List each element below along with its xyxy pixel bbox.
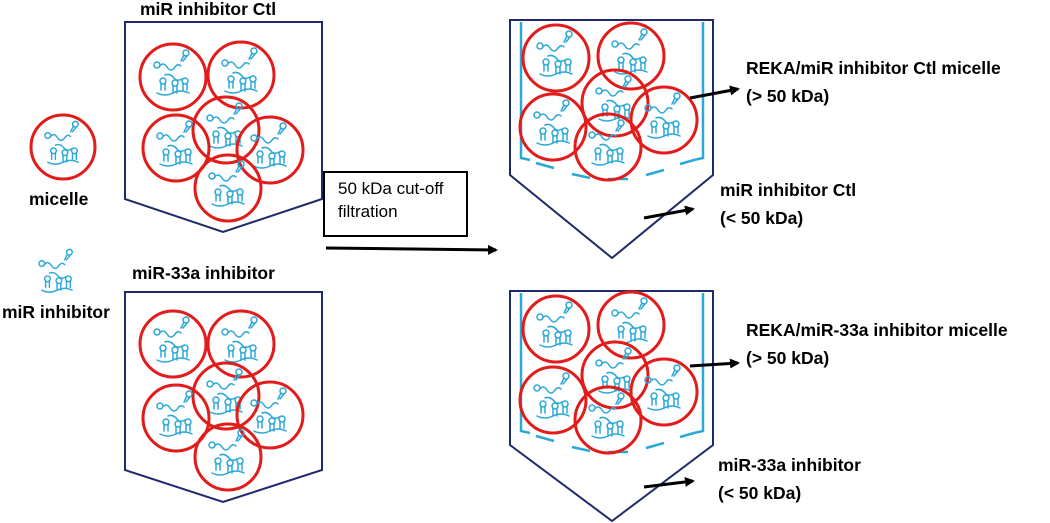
legend-inhibitor-icon: [38, 248, 73, 293]
legend-inhibitor-label: miR inhibitor: [2, 302, 110, 322]
filter-unit-top: [509, 19, 714, 260]
bottom-filtrate-line-2: (< 50 kDa): [718, 482, 802, 503]
top-filtrate-line-1: miR inhibitor Ctl: [720, 180, 857, 200]
filtration-line-2: filtration: [338, 201, 398, 221]
top-filtrate-label: miR inhibitor Ctl (< 50 kDa): [720, 180, 856, 230]
bottom-retained-label: REKA/miR-33a inhibitor micelle (> 50 kDa…: [746, 320, 1008, 370]
legend-micelle-icon: [29, 113, 97, 181]
legend-micelle-label: micelle: [29, 189, 89, 209]
bottom-filtrate-line-1: miR-33a inhibitor: [718, 455, 861, 475]
container-top-left: [124, 21, 323, 234]
top-filtrate-line-2: (< 50 kDa): [720, 207, 804, 228]
top-left-panel-title: miR inhibitor Ctl: [140, 0, 277, 19]
arrow-bottom-filtrate: [643, 477, 695, 489]
bottom-retained-line-1: REKA/miR-33a inhibitor micelle: [746, 320, 1008, 340]
filter-unit-bottom: [509, 290, 714, 523]
arrow-top-filtrate: [643, 205, 695, 220]
bottom-left-panel-title: miR-33a inhibitor: [132, 263, 275, 283]
top-retained-label: REKA/miR inhibitor Ctl micelle (> 50 kDa…: [746, 58, 1001, 108]
bottom-filtrate-label: miR-33a inhibitor (< 50 kDa): [718, 455, 861, 505]
filtration-line-1: 50 kDa cut-off: [338, 179, 444, 198]
bottom-retained-line-2: (> 50 kDa): [746, 347, 830, 368]
filtration-step-box: 50 kDa cut-off filtration: [323, 171, 468, 237]
top-retained-line-2: (> 50 kDa): [746, 85, 830, 106]
filtration-arrow: [325, 244, 498, 255]
arrow-top-retained: [689, 85, 740, 100]
arrow-bottom-retained: [689, 358, 740, 369]
container-bottom-left: [124, 291, 323, 504]
top-retained-line-1: REKA/miR inhibitor Ctl micelle: [746, 58, 1001, 78]
